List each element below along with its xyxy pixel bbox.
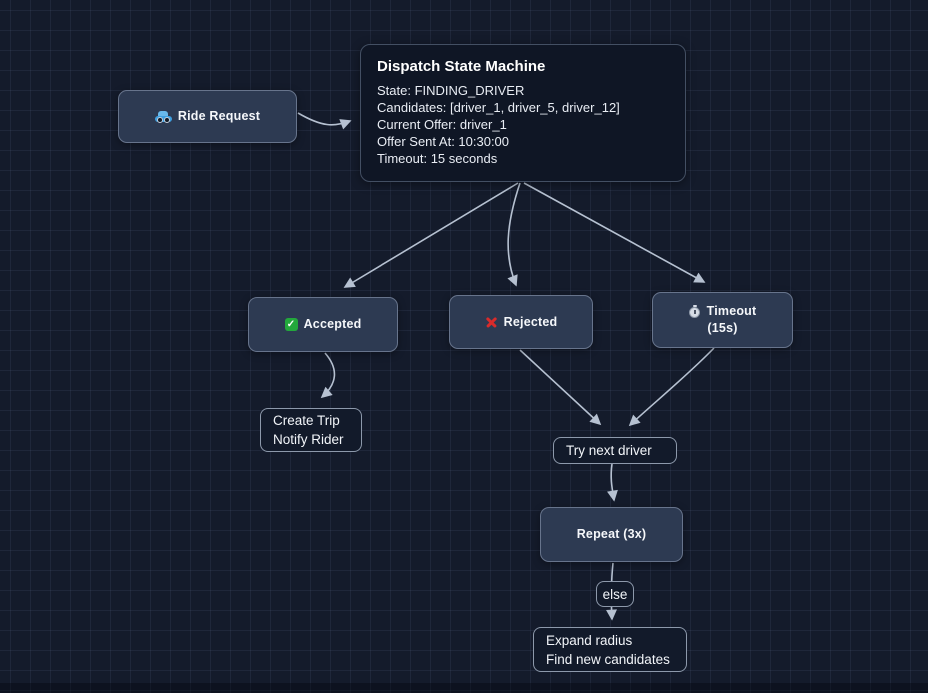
car-icon: [154, 110, 172, 123]
node-expand-radius[interactable]: Expand radius Find new candidates: [533, 627, 687, 672]
node-try-next-driver[interactable]: Try next driver: [553, 437, 677, 464]
node-repeat-3x[interactable]: Repeat (3x): [540, 507, 683, 562]
node-line: Create Trip: [273, 413, 340, 428]
node-label: Accepted: [303, 317, 362, 331]
node-rejected[interactable]: Rejected: [449, 295, 593, 349]
node-line: Notify Rider: [273, 432, 344, 447]
x-icon: [485, 316, 498, 329]
node-dispatch-state-machine[interactable]: Dispatch State Machine State: FINDING_DR…: [360, 44, 686, 182]
car-body: [154, 115, 172, 122]
node-label: Repeat (3x): [576, 527, 647, 541]
stopwatch-icon: [689, 305, 701, 318]
dispatch-candidates-line: Candidates: [driver_1, driver_5, driver_…: [377, 100, 620, 115]
dispatch-current-offer-line: Current Offer: driver_1: [377, 117, 507, 132]
dispatch-timeout-line: Timeout: 15 seconds: [377, 151, 498, 166]
edge-rejected-to-try-next: [519, 349, 602, 426]
edge-ride-to-dispatch: [297, 112, 352, 130]
edge-timeout-to-try-next: [628, 347, 715, 427]
node-line: Try next driver: [566, 443, 652, 458]
car-wheel: [163, 116, 170, 123]
edge-try-next-to-repeat: [607, 463, 618, 502]
node-accepted[interactable]: ✓ Accepted: [248, 297, 398, 352]
node-line: Expand radius: [546, 632, 633, 648]
node-label: Ride Request: [177, 109, 261, 123]
node-label: Rejected: [503, 314, 558, 329]
edge-dispatch-to-accepted: [343, 182, 519, 288]
dispatch-state-line: State: FINDING_DRIVER: [377, 83, 525, 98]
node-label: Timeout: [706, 304, 757, 318]
check-icon: ✓: [284, 318, 298, 331]
canvas-bottom-edge: [0, 683, 928, 693]
node-line: Find new candidates: [546, 651, 670, 667]
car-cabin: [157, 110, 168, 118]
node-timeout[interactable]: Timeout (15s): [652, 292, 793, 348]
node-create-trip[interactable]: Create Trip Notify Rider: [260, 408, 362, 452]
node-else-label[interactable]: else: [596, 581, 634, 607]
edge-dispatch-to-timeout: [523, 182, 706, 283]
car-wheel: [156, 116, 163, 123]
edge-accepted-to-create-trip: [320, 352, 336, 399]
dispatch-offer-sent-line: Offer Sent At: 10:30:00: [377, 134, 510, 149]
stopwatch-nub: [692, 305, 697, 307]
node-sublabel: (15s): [707, 321, 738, 335]
node-line: else: [602, 586, 628, 602]
node-ride-request[interactable]: Ride Request: [118, 90, 297, 143]
stopwatch-hand: [694, 309, 696, 314]
dispatch-title: Dispatch State Machine: [377, 58, 546, 75]
edge-dispatch-to-rejected: [507, 182, 521, 287]
